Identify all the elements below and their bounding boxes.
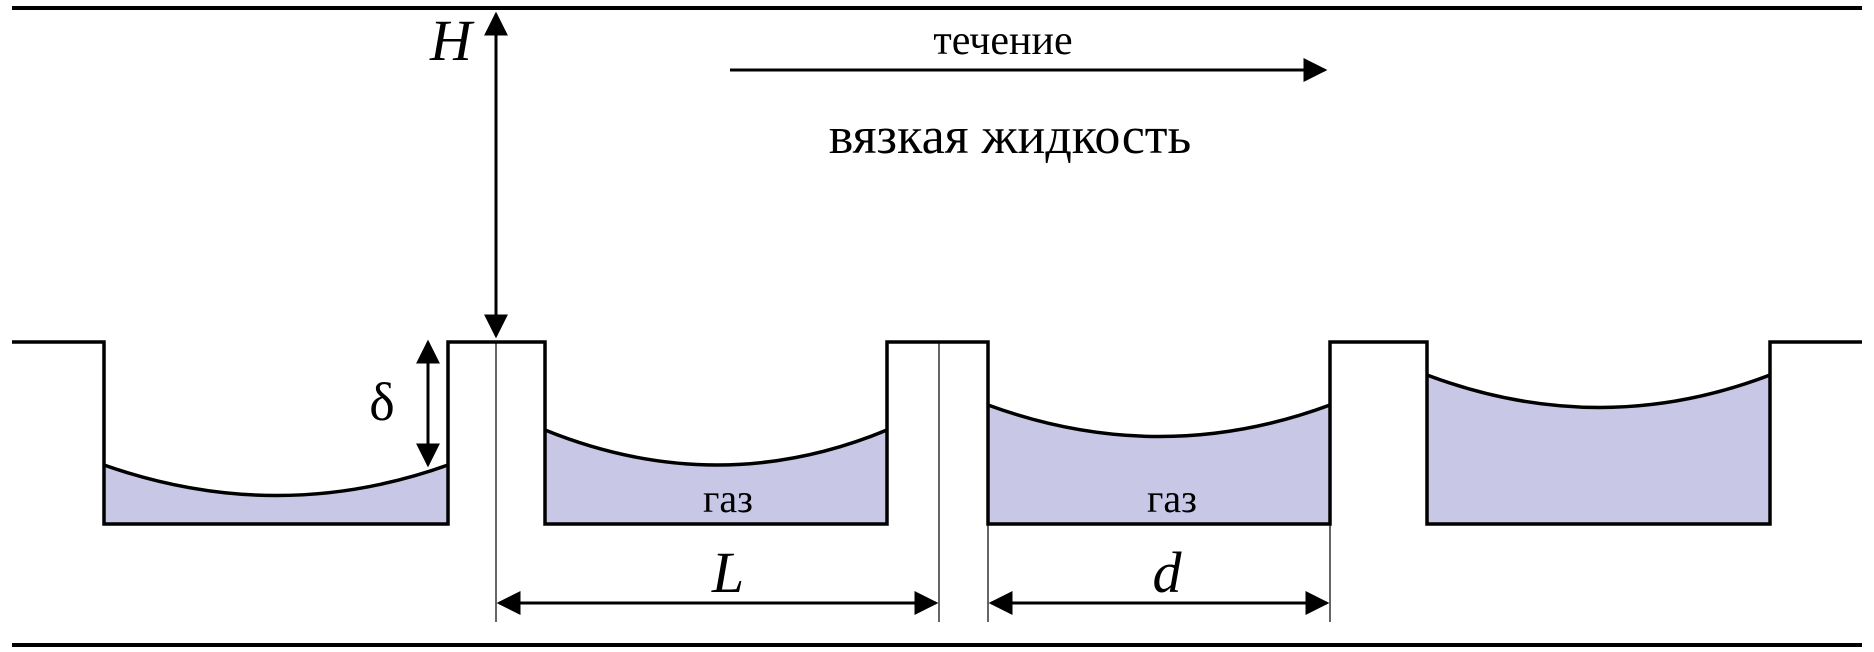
depth-label: δ <box>369 372 394 432</box>
meniscus-2 <box>544 428 888 467</box>
gas-label-1: газ <box>703 476 753 521</box>
gas-label-2: газ <box>1147 476 1197 521</box>
gas-region-2 <box>545 430 887 524</box>
height-label: H <box>429 8 475 73</box>
meniscus-4 <box>1426 373 1771 410</box>
width-label: d <box>1153 540 1183 605</box>
flow-label: течение <box>933 18 1072 64</box>
gas-region-1 <box>104 465 448 524</box>
meniscus-1 <box>103 463 449 498</box>
gas-region-4 <box>1427 375 1770 524</box>
grooved-wall <box>12 340 1862 526</box>
gas-region-3 <box>988 405 1330 524</box>
meniscus-3 <box>987 403 1331 439</box>
fluid-label: вязкая жидкость <box>829 108 1191 165</box>
period-label: L <box>711 540 744 605</box>
